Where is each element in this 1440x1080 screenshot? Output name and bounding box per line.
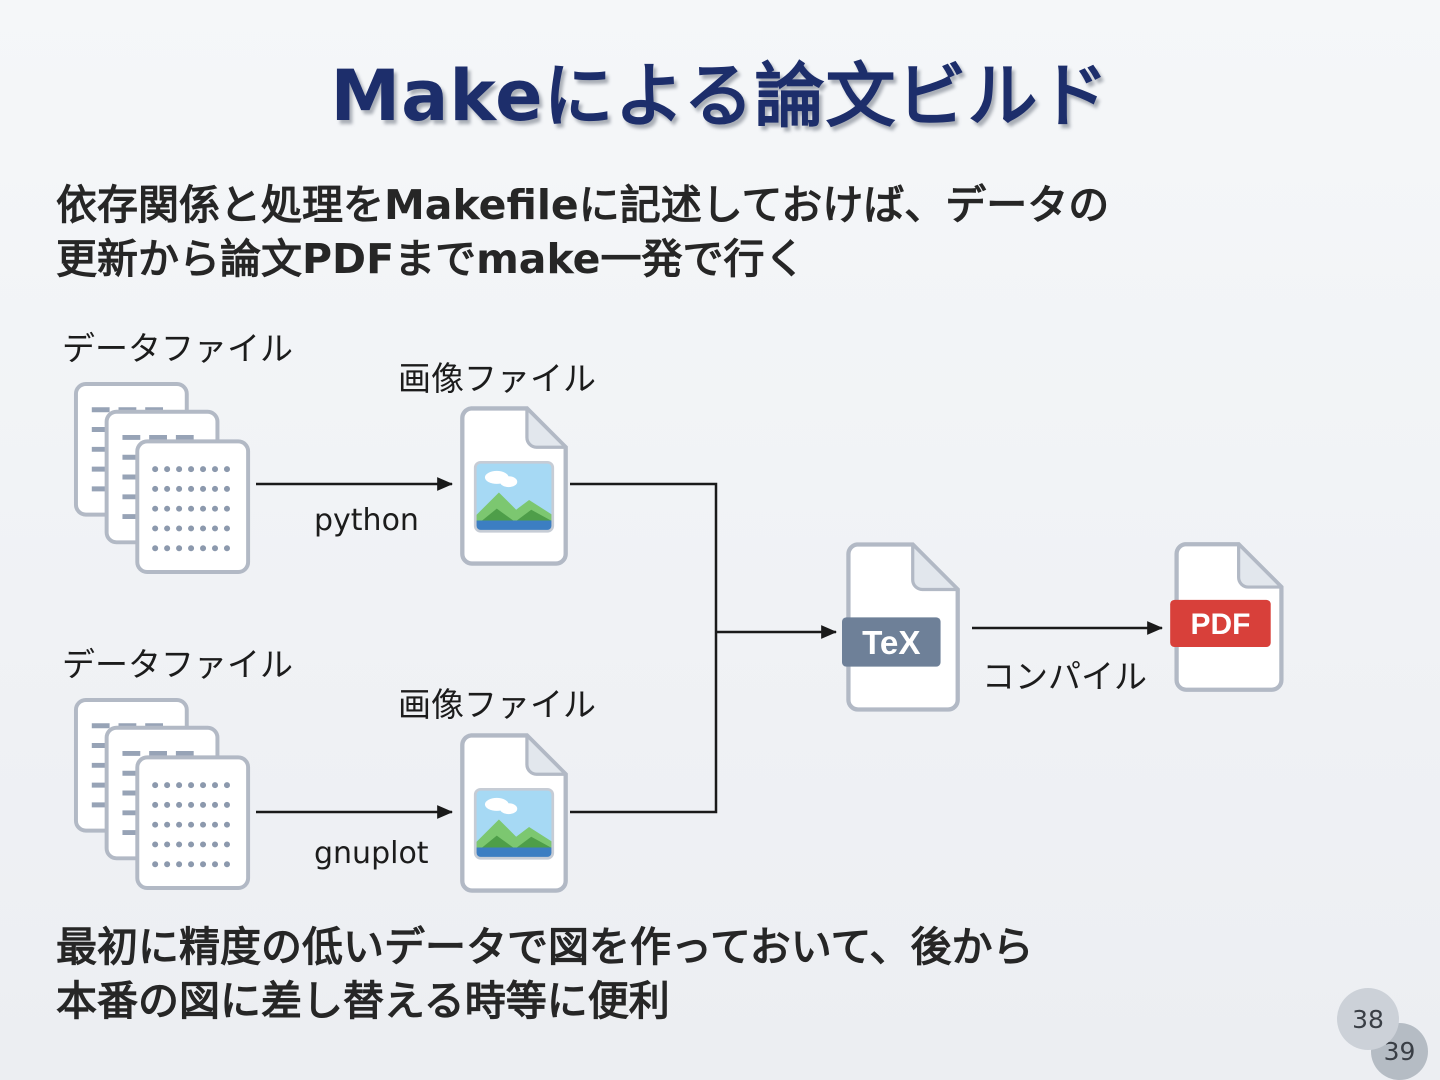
tex-file-icon: TeX	[842, 542, 960, 712]
connector-merge	[570, 482, 718, 814]
pdf-banner-label: PDF	[1191, 608, 1251, 641]
intro-text: 依存関係と処理をMakefileに記述しておけば、データの 更新から論文PDFま…	[56, 178, 1109, 286]
outro-line-2: 本番の図に差し替える時等に便利	[56, 977, 670, 1026]
page-number-badge: 38	[1337, 988, 1399, 1050]
tex-banner-label: TeX	[862, 625, 920, 662]
image-file-label-top: 画像ファイル	[398, 359, 596, 398]
outro-line-1: 最初に精度の低いデータで図を作っておいて、後から	[56, 923, 1034, 971]
outro-text: 最初に精度の低いデータで図を作っておいて、後から 本番の図に差し替える時等に便利	[56, 920, 1033, 1028]
python-label: python	[314, 503, 419, 538]
intro-line-2: 更新から論文PDFまでmake一発で行く	[56, 235, 806, 284]
image-file-icon-top	[460, 406, 568, 566]
image-file-label-bottom: 画像ファイル	[398, 685, 596, 724]
data-files-label-bottom: データファイル	[62, 645, 293, 684]
intro-line-1: 依存関係と処理をMakefileに記述しておけば、データの	[56, 181, 1110, 229]
data-files-label-top: データファイル	[62, 329, 293, 368]
pdf-file-icon: PDF	[1170, 542, 1284, 692]
gnuplot-label: gnuplot	[314, 836, 429, 871]
slide-title: Makeによる論文ビルド	[330, 55, 1110, 137]
image-file-icon-bottom	[460, 733, 568, 893]
compile-label: コンパイル	[982, 657, 1147, 696]
data-files-stack-icon-bottom	[72, 696, 251, 890]
data-files-stack-icon-top	[72, 380, 251, 574]
page-number-current: 38	[1352, 1004, 1384, 1034]
